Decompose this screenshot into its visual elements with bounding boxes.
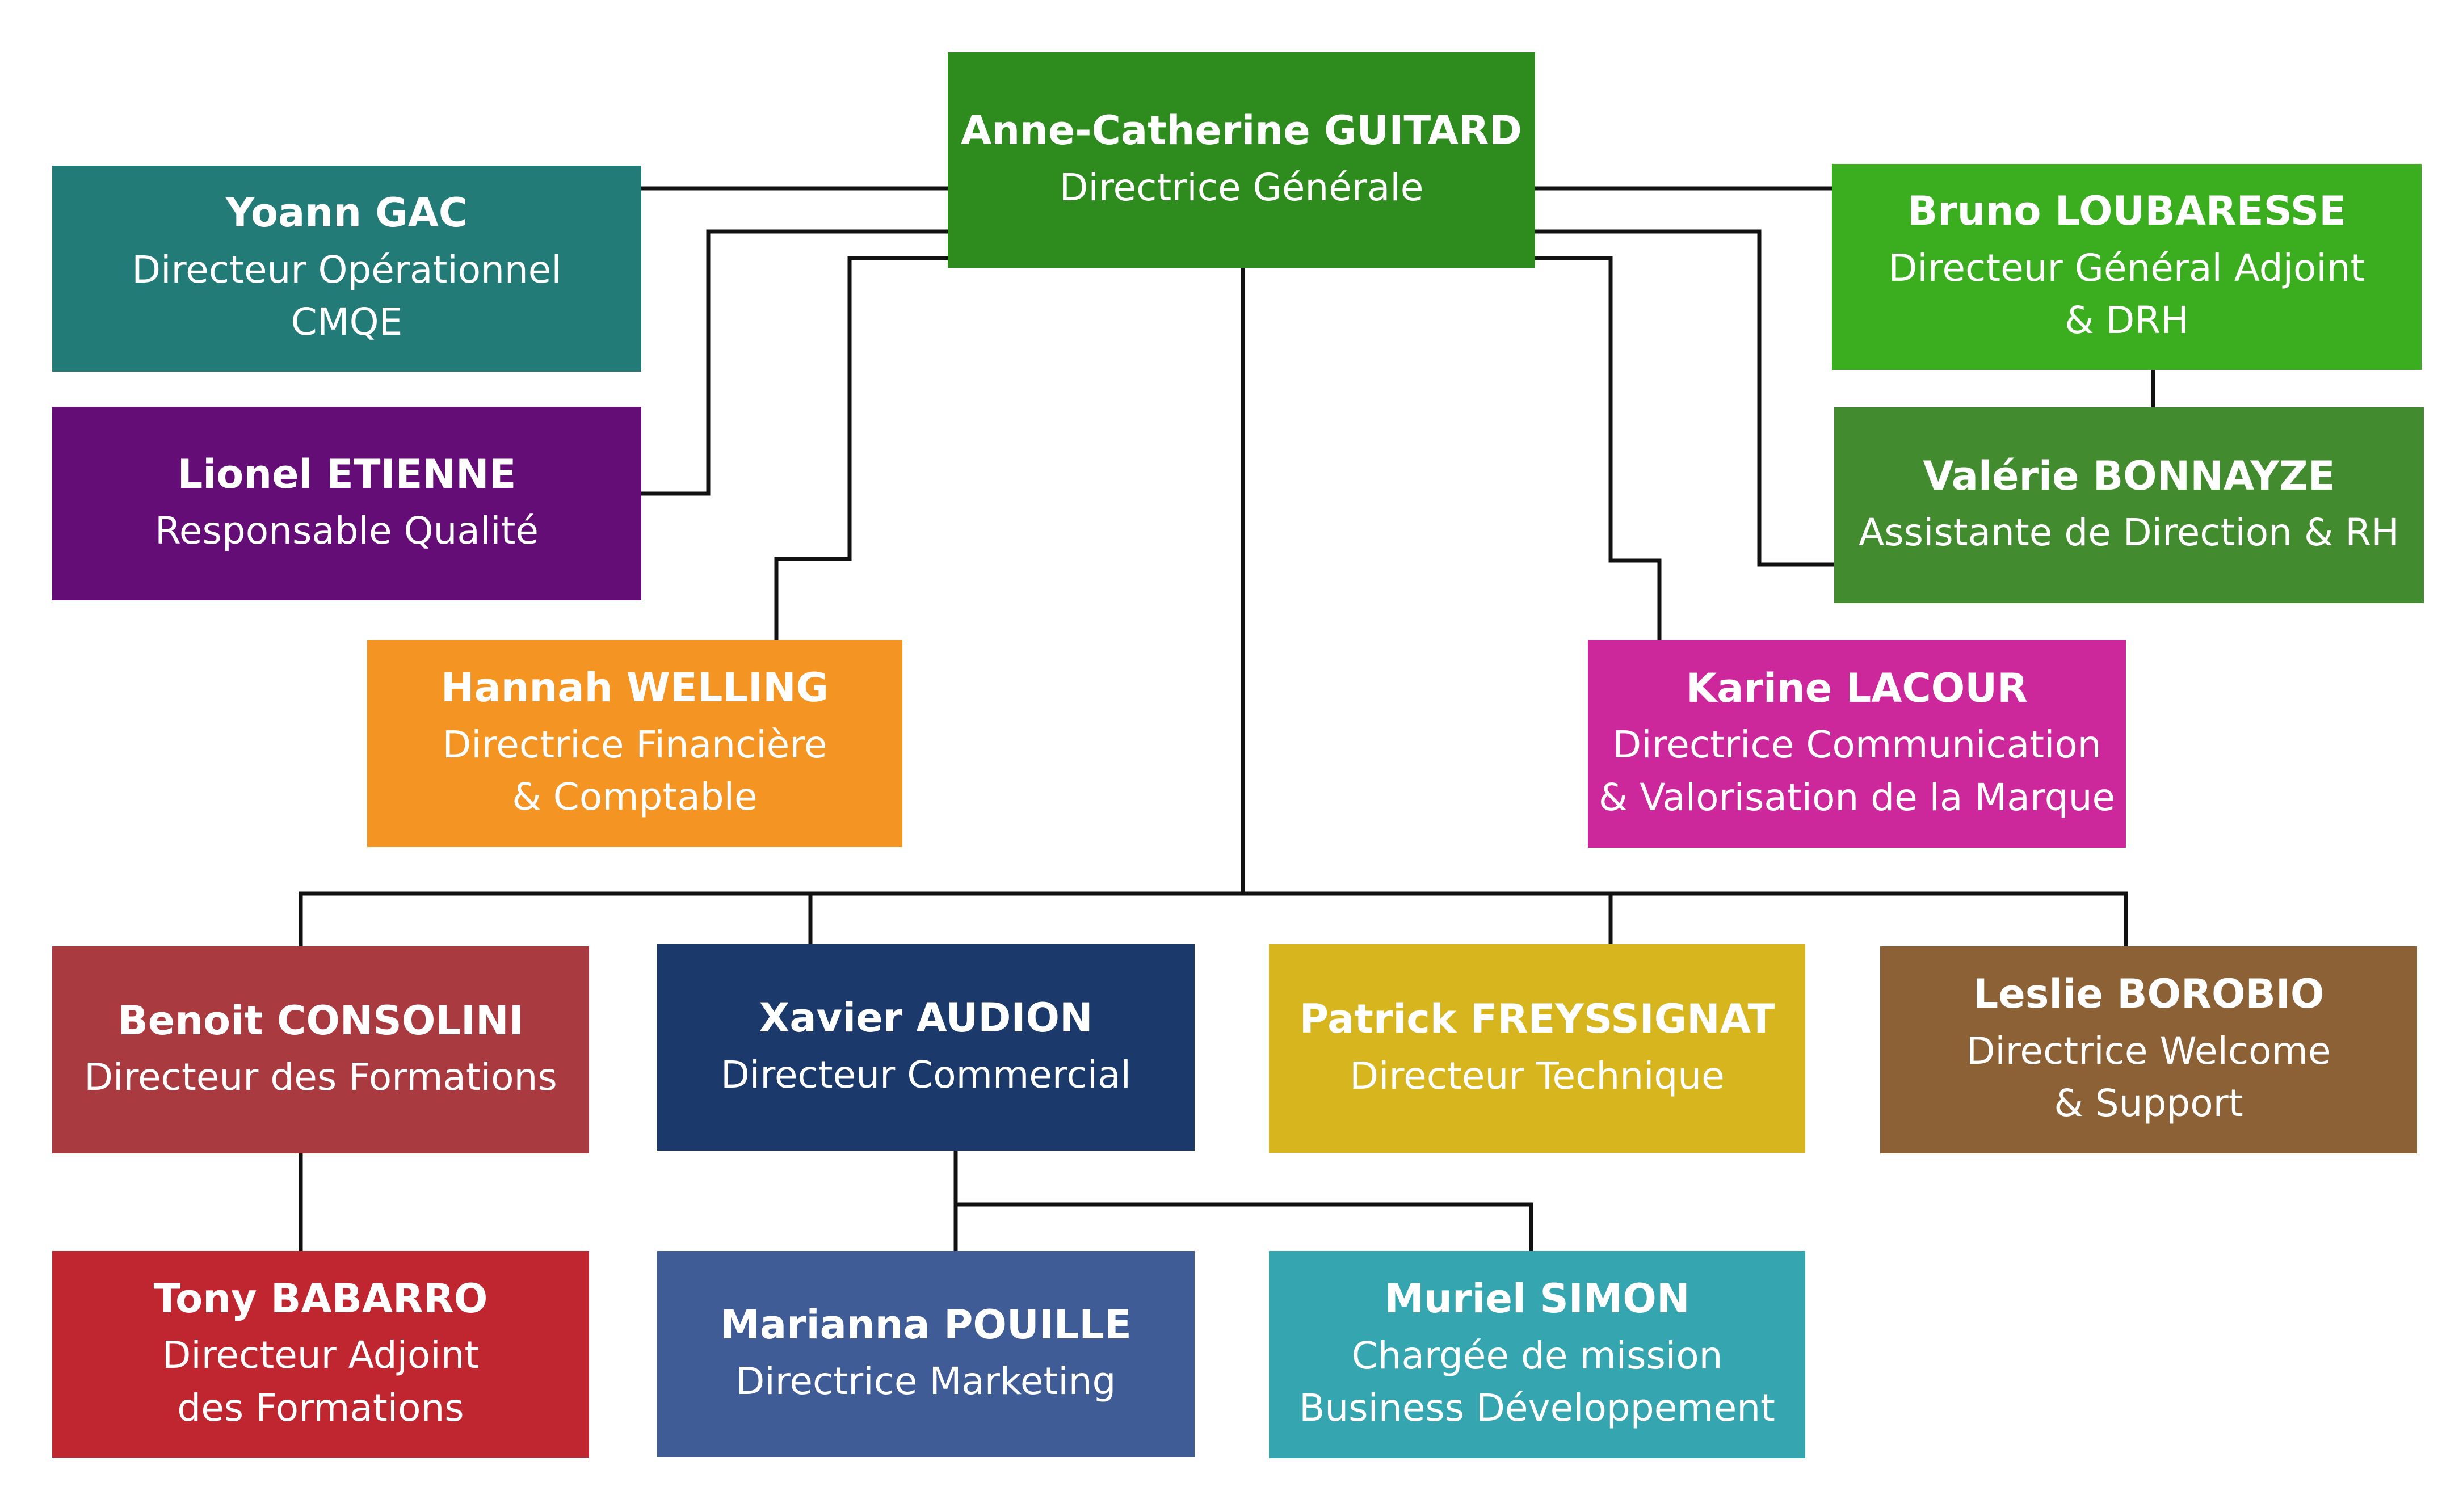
node-name: Xavier AUDION — [759, 995, 1093, 1042]
node-name: Yoann GAC — [225, 189, 468, 237]
org-node-bonnayze: Valérie BONNAYZE Assistante de Direction… — [1834, 407, 2424, 603]
node-role: Assistante de Direction & RH — [1859, 511, 2399, 555]
org-node-etienne: Lionel ETIENNE Responsable Qualité — [52, 407, 641, 600]
node-role: Directeur Commercial — [721, 1052, 1131, 1097]
node-role-line-2: & DRH — [2065, 298, 2189, 343]
node-name: Karine LACOUR — [1686, 664, 2028, 711]
node-role: Directeur Opérationnel — [132, 247, 562, 292]
node-role: Directeur Adjoint — [162, 1333, 480, 1378]
org-node-borobio: Leslie BOROBIO Directrice Welcome & Supp… — [1880, 946, 2417, 1153]
node-name: Marianna POUILLE — [720, 1301, 1132, 1348]
node-role-line-2: & Valorisation de la Marque — [1598, 775, 2116, 819]
node-name: Lionel ETIENNE — [177, 450, 516, 498]
connector-dg-bonnayze — [1533, 229, 1836, 567]
org-node-consolini: Benoit CONSOLINI Directeur des Formation… — [52, 946, 589, 1153]
node-role: Directrice Communication — [1612, 723, 2101, 767]
node-name: Benoit CONSOLINI — [117, 997, 524, 1044]
connector-dg-welling — [774, 256, 950, 642]
org-node-lacour: Karine LACOUR Directrice Communication &… — [1588, 640, 2126, 848]
org-node-freyssignat: Patrick FREYSSIGNAT Directeur Technique — [1269, 944, 1805, 1153]
node-role: Chargée de mission — [1351, 1333, 1723, 1378]
connector-dg-lacour — [1533, 256, 1662, 642]
node-role-line-2: & Support — [2054, 1081, 2243, 1126]
org-node-guitard: Anne-Catherine GUITARD Directrice Généra… — [948, 52, 1535, 268]
node-name: Patrick FREYSSIGNAT — [1299, 996, 1775, 1043]
node-name: Muriel SIMON — [1384, 1275, 1690, 1323]
node-name: Tony BABARRO — [153, 1275, 488, 1322]
node-role-line-2: & Comptable — [512, 775, 758, 819]
org-node-pouille: Marianna POUILLE Directrice Marketing — [657, 1251, 1195, 1457]
connector-audion-branch — [953, 1202, 1533, 1253]
node-role-line-2: des Formations — [177, 1385, 464, 1430]
org-node-simon: Muriel SIMON Chargée de mission Business… — [1269, 1251, 1805, 1458]
node-name: Valérie BONNAYZE — [1923, 452, 2335, 499]
node-role-line-2: Business Développement — [1299, 1386, 1775, 1430]
node-name: Leslie BOROBIO — [1973, 971, 2325, 1018]
org-node-loubaresse: Bruno LOUBARESSE Directeur Général Adjoi… — [1832, 164, 2422, 370]
node-role: Directrice Marketing — [735, 1359, 1116, 1404]
node-name: Anne-Catherine GUITARD — [961, 107, 1522, 154]
org-node-welling: Hannah WELLING Directrice Financière & C… — [367, 640, 902, 847]
org-node-babarro: Tony BABARRO Directeur Adjoint des Forma… — [52, 1251, 589, 1458]
node-role: Directrice Générale — [1059, 165, 1424, 209]
node-role-line-2: CMQE — [291, 300, 403, 344]
org-node-audion: Xavier AUDION Directeur Commercial — [657, 944, 1195, 1151]
org-node-gac: Yoann GAC Directeur Opérationnel CMQE — [52, 166, 641, 372]
node-role: Directeur des Formations — [84, 1055, 557, 1100]
node-role: Directeur Général Adjoint — [1888, 246, 2365, 290]
node-role: Responsable Qualité — [154, 509, 539, 553]
node-role: Directeur Technique — [1350, 1054, 1725, 1098]
node-role: Directrice Welcome — [1966, 1029, 2331, 1073]
node-role: Directrice Financière — [442, 722, 827, 766]
connector-dg-etienne — [639, 229, 950, 496]
node-name: Hannah WELLING — [440, 664, 829, 711]
node-name: Bruno LOUBARESSE — [1907, 188, 2347, 235]
